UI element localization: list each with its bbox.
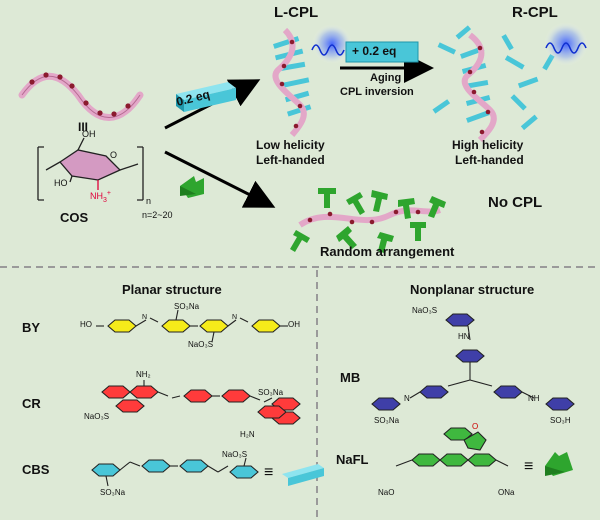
mb-structure [371,313,575,411]
mb-so3na-label: SO₃Na [374,416,400,425]
mb-hn-label: HN [458,332,470,341]
high-helicity-label: High helicity [452,138,524,152]
oh-label: OH [82,129,96,139]
low-helicity-helix [272,27,312,137]
by-oh-label: OH [288,320,300,329]
random-arrangement-cluster [290,188,446,253]
low-helicity-label: Low helicity [256,138,325,152]
nafl-block-legend-icon [545,452,573,476]
cbs-slab-icon [176,82,236,112]
nafl-block-icon-top [180,176,204,198]
by-structure [96,309,288,343]
by-ho-label: HO [80,320,92,329]
cr-naso3-label: NaO₃S [84,412,110,421]
lcpl-label: L-CPL [274,4,319,21]
mb-n-label: N [404,394,410,403]
ho-label: HO [54,178,68,188]
by-n1: N [142,314,148,321]
nafl-o-label: O [472,422,479,431]
cbs-so3na-label: SO₃Na [100,488,126,497]
cbs-label: CBS [22,462,50,477]
cr-structure [101,380,301,425]
cr-h2n-label: H₂N [240,430,255,439]
polymer-chain-iii [18,72,144,121]
cbs-structure [91,457,259,487]
cr-so3na-label: SO₃Na [258,388,284,397]
left-handed-label-2: Left-handed [455,153,524,167]
by-naso3-label: NaO₃S [188,340,214,349]
high-helicity-helix [432,25,555,143]
eq-second-label: + 0.2 eq [352,44,397,58]
repeat-n-label: n [146,196,152,206]
n-range-label: n=2~20 [142,210,173,220]
nafl-ona-left-label: NaO [378,488,395,497]
cpl-inversion-label: CPL inversion [340,86,414,98]
nonplanar-structure-title: Nonplanar structure [410,282,535,297]
lcpl-light-icon [311,24,352,64]
nh3-label: NH3+ [90,190,111,204]
left-handed-label-1: Left-handed [256,153,325,167]
cbs-naso3-label: NaO₃S [222,450,248,459]
planar-structure-title: Planar structure [122,282,222,297]
cos-monomer-structure [37,137,144,201]
mb-naso3-label: NaO₃S [412,306,438,315]
rcpl-light-icon [544,22,588,66]
mb-so3h-label: SO₃H [550,416,571,425]
cbs-slab-legend-icon [282,464,324,486]
cbs-equiv-symbol: ≡ [264,464,274,481]
add-eq-box [345,41,419,63]
mb-nh-label: NH [528,394,540,403]
nafl-equiv-symbol: ≡ [524,458,534,475]
cr-nh2-label: NH₂ [136,370,151,379]
cr-label: CR [22,396,41,411]
aging-label: Aging [370,72,402,84]
random-arrangement-label: Random arrangement [320,244,455,259]
ring-o-label: O [110,150,118,160]
mb-label: MB [340,370,361,385]
nafl-ona-right-label: ONa [498,488,515,497]
by-n2: N [232,314,238,321]
arrow-to-random [164,150,276,208]
cos-label: COS [60,210,89,225]
by-so3na-label: SO₃Na [174,302,200,311]
rcpl-label: R-CPL [512,4,558,21]
nafl-label: NaFL [336,452,369,467]
no-cpl-label: No CPL [488,194,543,211]
polymer-label-iii: III [78,120,89,134]
nafl-structure [395,427,509,467]
by-label: BY [22,320,41,335]
